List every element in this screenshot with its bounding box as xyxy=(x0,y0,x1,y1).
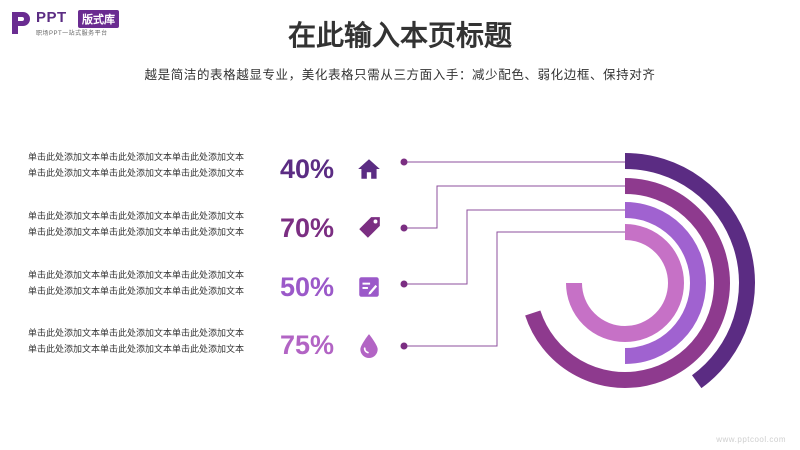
connector-line-2 xyxy=(404,185,625,229)
item-description: 单击此处添加文本单击此处添加文本单击此处添加文本 单击此处添加文本单击此处添加文… xyxy=(28,209,278,241)
page-subtitle: 越是简洁的表格越显专业，美化表格只需从三方面入手：减少配色、弱化边框、保持对齐 xyxy=(144,67,656,82)
radial-bar-4 xyxy=(566,224,684,342)
drop-icon xyxy=(360,334,378,358)
item-description-line-1: 单击此处添加文本单击此处添加文本单击此处添加文本 xyxy=(28,271,245,281)
radial-bar-3 xyxy=(624,202,706,364)
item-description-line-1: 单击此处添加文本单击此处添加文本单击此处添加文本 xyxy=(28,329,245,339)
item-description: 单击此处添加文本单击此处添加文本单击此处添加文本 单击此处添加文本单击此处添加文… xyxy=(28,268,278,300)
connector-line-4 xyxy=(404,231,625,347)
item-percentage: 40% xyxy=(280,154,335,184)
item-percentage: 75% xyxy=(280,330,335,360)
item-description-line-2: 单击此处添加文本单击此处添加文本单击此处添加文本 xyxy=(28,228,245,238)
item-percentage: 70% xyxy=(280,213,335,243)
radial-bar-1 xyxy=(624,153,755,389)
connector-dot-4 xyxy=(400,342,408,350)
page-title: 在此输入本页标题 xyxy=(287,19,512,52)
item-description: 单击此处添加文本单击此处添加文本单击此处添加文本 单击此处添加文本单击此处添加文… xyxy=(28,150,278,182)
item-description-line-2: 单击此处添加文本单击此处添加文本单击此处添加文本 xyxy=(28,287,245,297)
edit-icon xyxy=(359,277,379,297)
logo-tagline: 职场PPT一站式服务平台 xyxy=(36,31,108,37)
connector-line-3 xyxy=(404,209,625,285)
radial-bar-2 xyxy=(525,178,730,388)
watermark: www.pptcool.com xyxy=(716,435,786,444)
connector-dot-2 xyxy=(400,224,408,232)
item-description-line-2: 单击此处添加文本单击此处添加文本单击此处添加文本 xyxy=(28,345,245,355)
logo-brand: PPT xyxy=(36,9,67,26)
connector-dot-3 xyxy=(400,280,408,288)
logo-badge: 版式库 xyxy=(78,10,119,28)
connector-dot-1 xyxy=(400,158,408,166)
item-description-line-1: 单击此处添加文本单击此处添加文本单击此处添加文本 xyxy=(28,212,245,222)
logo: PPT 版式库 职场PPT一站式服务平台 xyxy=(10,8,150,38)
item-description-line-2: 单击此处添加文本单击此处添加文本单击此处添加文本 xyxy=(28,169,245,179)
item-description: 单击此处添加文本单击此处添加文本单击此处添加文本 单击此处添加文本单击此处添加文… xyxy=(28,326,278,358)
item-percentage: 50% xyxy=(280,272,335,302)
item-description-line-1: 单击此处添加文本单击此处添加文本单击此处添加文本 xyxy=(28,153,245,163)
logo-p-icon xyxy=(12,12,30,34)
tag-icon xyxy=(359,217,380,238)
home-icon xyxy=(358,159,380,179)
